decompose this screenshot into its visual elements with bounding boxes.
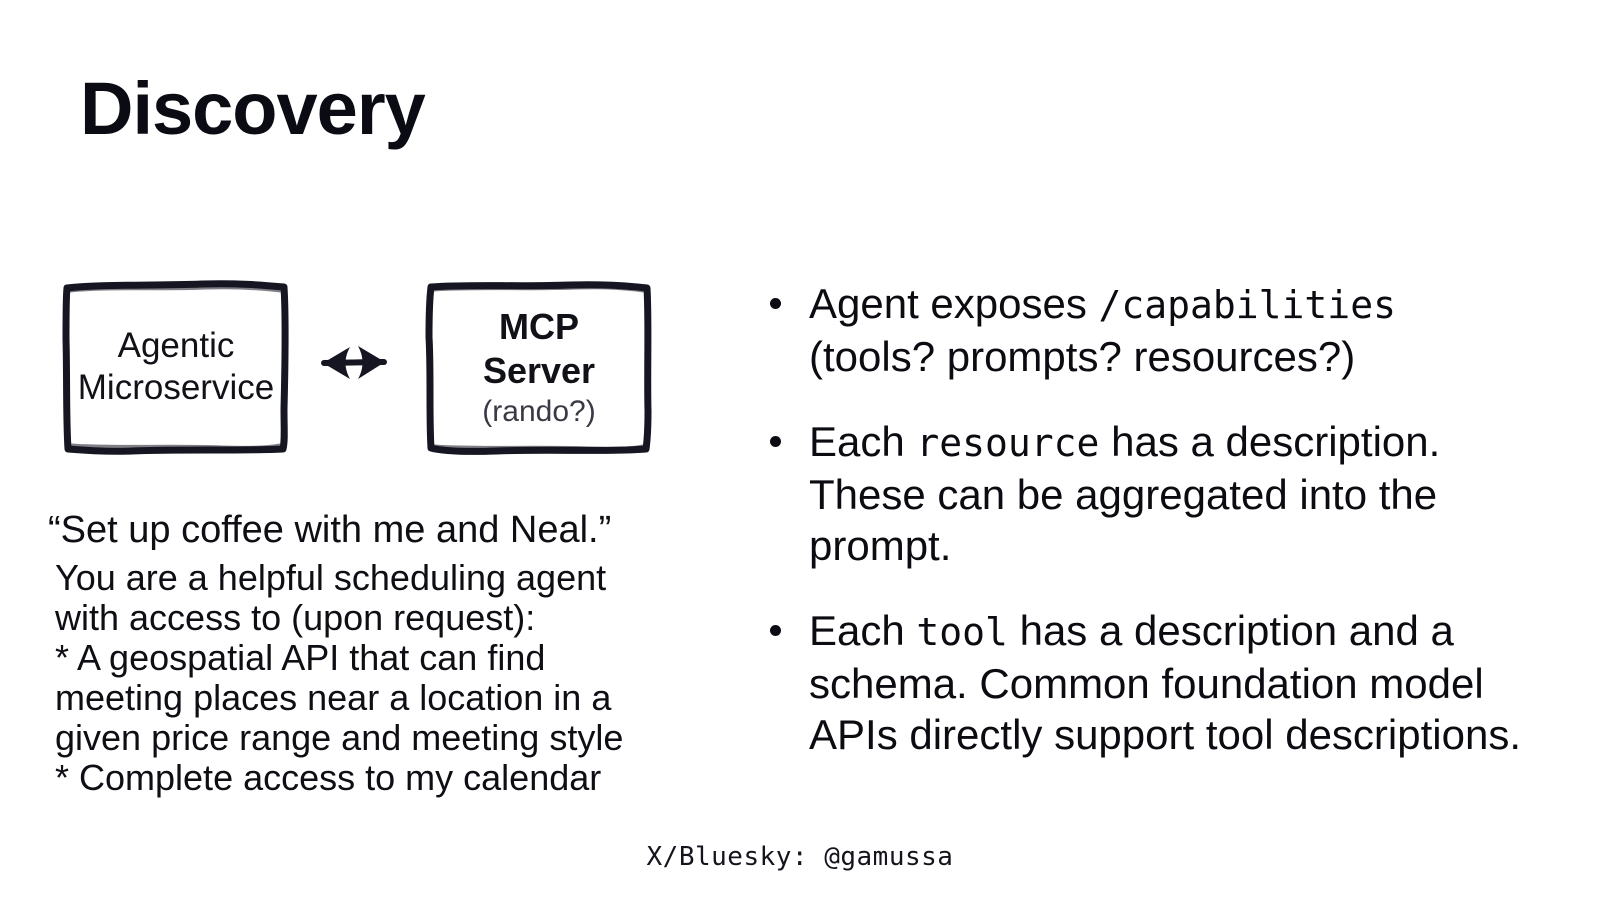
- diagram-box-sublabel: (rando?): [482, 395, 596, 428]
- prompt-line: given price range and meeting style: [55, 717, 624, 758]
- inline-code: /capabilities: [1098, 283, 1396, 327]
- prompt-line: with access to (upon request):: [55, 597, 536, 638]
- bullet-text-run: has a description. These can be aggregat…: [809, 418, 1441, 569]
- prompt-line: * Complete access to my calendar: [55, 757, 602, 798]
- bullet-dot-icon: [770, 625, 781, 636]
- bullet-text-run: has a description and a schema. Common f…: [809, 607, 1521, 758]
- bullet-item: Each tool has a description and a schema…: [762, 605, 1522, 760]
- diagram-box-label-line2: Microservice: [77, 368, 275, 407]
- prompt-line: You are a helpful scheduling agent: [55, 557, 607, 598]
- diagram-box-label-line1: Agentic: [117, 326, 235, 365]
- inline-code: tool: [916, 610, 1008, 654]
- prompt-line: * A geospatial API that can find: [55, 637, 546, 678]
- footer-social-handle: X/Bluesky: @gamussa: [646, 842, 954, 872]
- prompt-line: meeting places near a location in a: [55, 677, 612, 718]
- diagram-box-agentic-microservice: Agentic Microservice: [62, 279, 290, 455]
- system-prompt-block: You are a helpful scheduling agent with …: [55, 558, 695, 798]
- bullet-text-run: Each: [809, 607, 917, 654]
- bullet-text-run: Each: [809, 418, 917, 465]
- diagram-box-label-line1: MCP: [499, 306, 579, 347]
- bullet-dot-icon: [770, 436, 781, 447]
- bullet-text-run: Agent exposes: [809, 280, 1099, 327]
- inline-code: resource: [916, 421, 1100, 465]
- page-title: Discovery: [80, 67, 426, 150]
- bullet-item: Agent exposes /capabilities (tools? prom…: [762, 278, 1522, 382]
- bullet-list: Agent exposes /capabilities (tools? prom…: [762, 278, 1522, 760]
- bullet-text-run: (tools? prompts? resources?): [809, 333, 1356, 380]
- bullet-item: Each resource has a description. These c…: [762, 416, 1522, 571]
- diagram-box-mcp-server: MCP Server (rando?): [425, 279, 653, 455]
- bullet-dot-icon: [770, 298, 781, 309]
- double-headed-arrow-icon: [294, 332, 412, 394]
- user-utterance-quote: “Set up coffee with me and Neal.”: [48, 509, 612, 551]
- architecture-diagram: Agentic Microservice MCP Server (rando?): [0, 265, 700, 465]
- diagram-box-label-line2: Server: [482, 350, 596, 391]
